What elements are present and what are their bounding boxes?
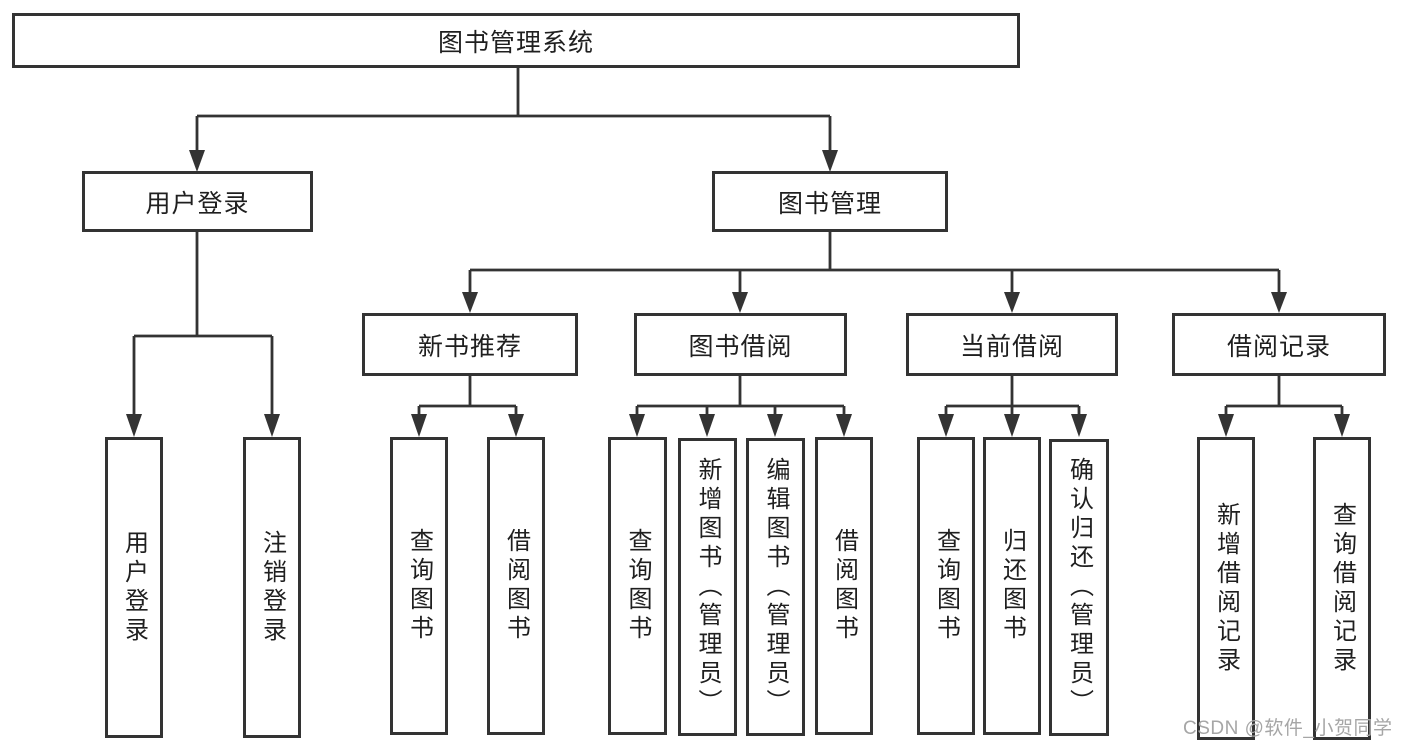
leaf-user-login: 用户登录 (105, 437, 163, 738)
node-root: 图书管理系统 (12, 13, 1020, 68)
node-book-mgmt-label: 图书管理 (777, 189, 882, 218)
leaf-bb-borrow-books: 借阅图书 (815, 437, 873, 735)
node-borrow-records: 借阅记录 (1172, 313, 1386, 376)
node-book-mgmt: 图书管理 (712, 171, 948, 232)
leaf-bb-add-book-admin: 新增图书（管理员） (678, 438, 737, 736)
leaf-cb-return-books-label: 归还图书 (998, 528, 1026, 644)
connector-book-mgmt-to-level3 (462, 232, 1287, 313)
node-book-borrow: 图书借阅 (634, 313, 847, 376)
leaf-cb-confirm-return-admin-label: 确认归还（管理员） (1065, 457, 1093, 718)
leaf-bb-query-books: 查询图书 (608, 437, 667, 735)
leaf-user-login-label: 用户登录 (120, 529, 148, 646)
leaf-nbr-borrow-books-label: 借阅图书 (502, 528, 530, 644)
connector-new-book-rec-to-leaves (411, 376, 524, 437)
node-new-book-rec: 新书推荐 (362, 313, 578, 376)
leaf-cb-query-books-label: 查询图书 (932, 528, 960, 644)
node-current-borrow-label: 当前借阅 (959, 332, 1064, 361)
connector-borrow-records-to-leaves (1218, 376, 1350, 437)
leaf-bb-edit-book-admin: 编辑图书（管理员） (746, 438, 805, 736)
node-user-login-label: 用户登录 (145, 189, 250, 218)
leaf-nbr-query-books-label: 查询图书 (405, 528, 433, 644)
leaf-nbr-query-books: 查询图书 (390, 437, 448, 735)
connector-root-to-level2 (189, 68, 838, 172)
node-book-borrow-label: 图书借阅 (688, 332, 793, 361)
leaf-logout: 注销登录 (243, 437, 301, 738)
leaf-nbr-borrow-books: 借阅图书 (487, 437, 545, 735)
csdn-watermark: CSDN @软件_小贺同学 (1183, 718, 1393, 739)
leaf-br-add-record-label: 新增借阅记录 (1212, 501, 1240, 676)
leaf-cb-query-books: 查询图书 (917, 437, 975, 735)
leaf-bb-query-books-label: 查询图书 (624, 528, 651, 644)
node-borrow-records-label: 借阅记录 (1226, 332, 1331, 361)
node-new-book-rec-label: 新书推荐 (417, 332, 522, 361)
leaf-br-query-record: 查询借阅记录 (1313, 437, 1371, 740)
leaf-logout-label: 注销登录 (258, 529, 286, 646)
connector-book-borrow-to-leaves (629, 376, 852, 437)
connector-current-borrow-to-leaves (938, 376, 1087, 437)
leaf-br-add-record: 新增借阅记录 (1197, 437, 1255, 740)
leaf-bb-add-book-admin-label: 新增图书（管理员） (694, 456, 721, 718)
node-current-borrow: 当前借阅 (906, 313, 1118, 376)
leaf-cb-return-books: 归还图书 (983, 437, 1041, 735)
node-root-label: 图书管理系统 (437, 28, 594, 57)
leaf-bb-borrow-books-label: 借阅图书 (830, 528, 858, 644)
leaf-cb-confirm-return-admin: 确认归还（管理员） (1049, 439, 1109, 736)
leaf-br-query-record-label: 查询借阅记录 (1328, 501, 1356, 676)
connector-user-login-to-leaves (126, 232, 280, 437)
leaf-bb-edit-book-admin-label: 编辑图书（管理员） (762, 456, 789, 718)
node-user-login: 用户登录 (82, 171, 313, 232)
